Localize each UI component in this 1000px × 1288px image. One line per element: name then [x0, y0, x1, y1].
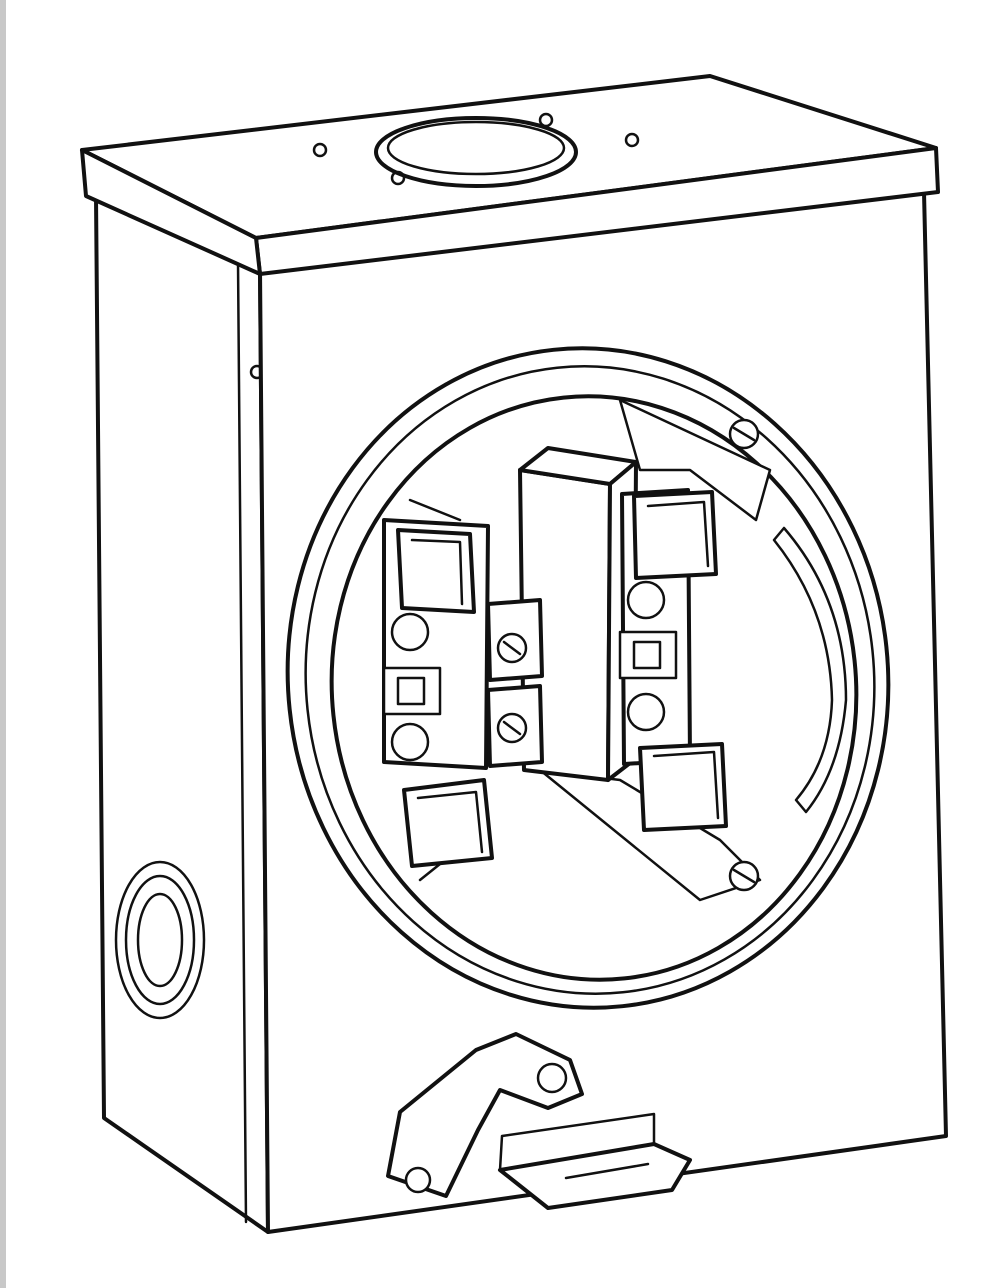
lug-screw-2-slot — [502, 720, 522, 736]
right-connector-slot — [632, 640, 662, 670]
top-screw-1 — [312, 142, 328, 158]
sealing-tab — [386, 1032, 584, 1198]
right-jaw-top — [632, 490, 718, 580]
left-connector-window — [382, 666, 442, 716]
base-screw-lower-slot — [732, 868, 756, 884]
right-stud-2 — [626, 692, 666, 732]
meter-ring-outer — [285, 346, 891, 1010]
side-knockout-inner — [136, 892, 184, 988]
left-jaw-bottom-face — [416, 790, 484, 854]
base-strip-upper — [618, 398, 772, 522]
top-hub-opening-outer — [374, 116, 578, 188]
right-connector-window — [618, 630, 678, 680]
left-jaw-top — [396, 528, 476, 614]
lug-screw-1-slot — [502, 640, 522, 656]
left-stud-1 — [390, 612, 430, 652]
top-screw-3 — [538, 112, 554, 128]
meter-ring-middle — [304, 365, 876, 995]
left-jaw-bottom — [402, 778, 494, 868]
bottom-hasp — [498, 1142, 692, 1210]
side-panel-edge — [236, 260, 248, 1224]
top-screw-4 — [624, 132, 640, 148]
ring-right-slot — [772, 526, 848, 814]
page-left-border — [0, 0, 6, 1288]
right-jaw-top-face — [646, 500, 710, 568]
sealing-tab-hole-lower — [404, 1166, 432, 1194]
side-knockout-outer — [114, 860, 206, 1020]
right-jaw-bottom-face — [652, 750, 720, 820]
left-connector-slot — [396, 676, 426, 706]
right-stud-1 — [626, 580, 666, 620]
sealing-tab-hole-upper — [536, 1062, 568, 1094]
left-jaw-top-face — [410, 538, 464, 606]
side-knockout-middle — [124, 874, 196, 1006]
top-hub-opening-inner — [386, 120, 566, 176]
bottom-hasp-slot — [564, 1162, 650, 1180]
base-screw-upper-slot — [732, 426, 756, 442]
right-jaw-bottom — [638, 742, 728, 832]
top-cover-side-lip — [80, 148, 262, 276]
left-stud-2 — [390, 722, 430, 762]
top-screw-2 — [390, 170, 406, 186]
bottom-hasp-mount — [498, 1112, 656, 1172]
